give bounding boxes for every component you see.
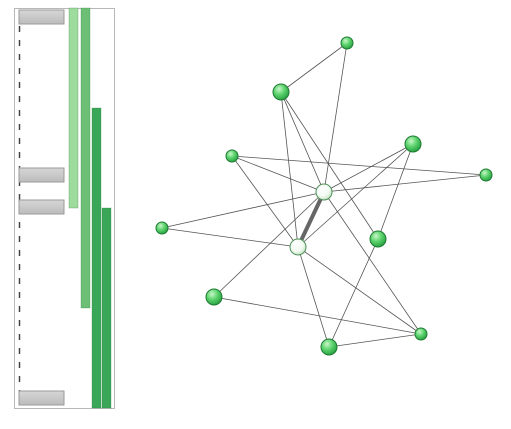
timeline-panel <box>14 7 115 409</box>
edge-n2-n7 <box>280 91 379 240</box>
bar-4[interactable] <box>101 207 112 409</box>
node-hub-a[interactable] <box>315 183 333 201</box>
edge-n2-hub-a <box>280 91 325 193</box>
edge-n4-hub-a <box>231 155 325 193</box>
bar-3[interactable] <box>91 107 102 409</box>
bar-2[interactable] <box>80 7 91 309</box>
edge-n5-hub-a <box>323 174 487 193</box>
edge-hub-a-n6 <box>161 191 325 229</box>
node-n8[interactable] <box>205 288 223 306</box>
edge-n4-hub-b <box>231 155 299 248</box>
node-n3[interactable] <box>404 135 422 153</box>
node-n6[interactable] <box>155 221 169 235</box>
bar-1[interactable] <box>68 7 79 209</box>
edge-n1-hub-a <box>323 42 348 193</box>
edge-n9-n8 <box>213 296 422 335</box>
edge-n2-hub-b <box>280 91 299 248</box>
marker-1[interactable] <box>18 9 65 25</box>
edge-hub-b-n9 <box>297 246 422 335</box>
edge-n3-n7 <box>377 143 414 240</box>
node-n2[interactable] <box>272 83 290 101</box>
edge-hub-a-n8 <box>213 191 325 298</box>
node-hub-b[interactable] <box>289 238 307 256</box>
marker-2[interactable] <box>18 167 65 183</box>
node-n7[interactable] <box>369 230 387 248</box>
edge-n4-n5 <box>231 155 487 176</box>
edge-n3-hub-a <box>323 143 414 193</box>
marker-3[interactable] <box>18 199 65 215</box>
marker-4[interactable] <box>18 390 65 406</box>
edge-n7-n10 <box>328 238 379 348</box>
edge-hub-b-n10 <box>297 246 330 348</box>
edge-n3-hub-b <box>297 143 414 248</box>
edge-hub-a-n9 <box>323 191 422 335</box>
node-n4[interactable] <box>225 149 239 163</box>
node-n1[interactable] <box>340 36 354 50</box>
edge-hub-a-hub-b <box>296 191 326 248</box>
node-n9[interactable] <box>414 327 428 341</box>
edge-n9-n10 <box>328 333 422 348</box>
node-n10[interactable] <box>320 338 338 356</box>
node-n5[interactable] <box>479 168 493 182</box>
edge-n1-n2 <box>280 42 348 93</box>
edge-n6-hub-b <box>161 227 299 248</box>
